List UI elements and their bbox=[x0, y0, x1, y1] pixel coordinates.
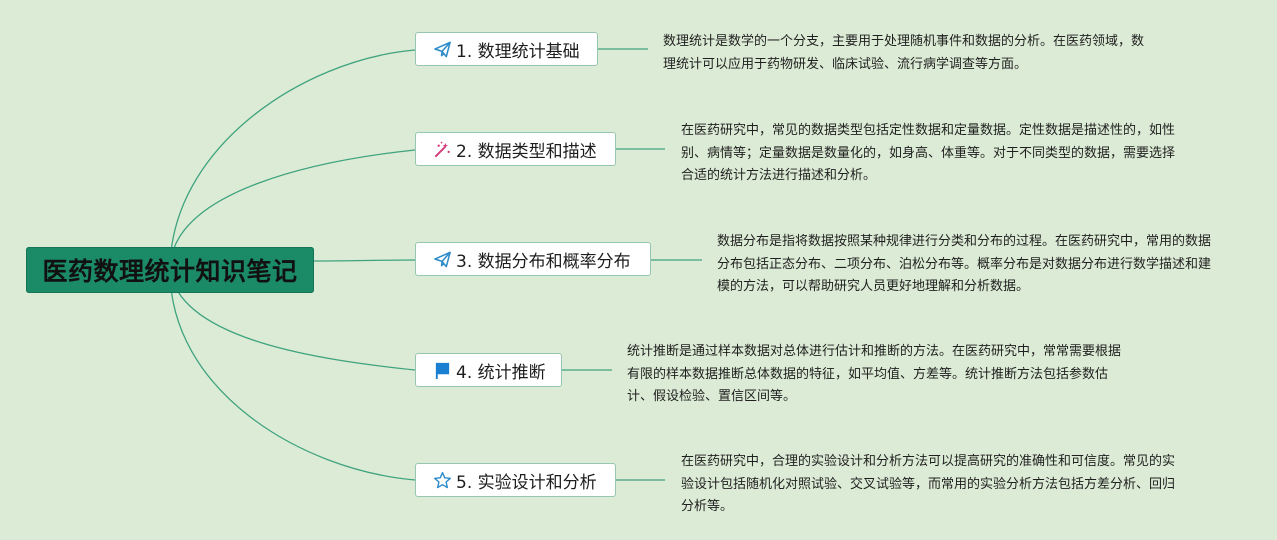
flag-icon bbox=[432, 360, 452, 380]
root-title: 医药数理统计知识笔记 bbox=[42, 257, 298, 286]
branch-node-4[interactable]: 4. 统计推断 bbox=[415, 353, 562, 387]
branch-2-description: 在医药研究中，常见的数据类型包括定性数据和定量数据。定性数据是描述性的，如性别、… bbox=[681, 123, 1176, 183]
root-to-branch-2-line bbox=[169, 149, 416, 271]
branch-label: 5. 实验设计和分析 bbox=[456, 472, 597, 493]
branch-1-description: 数理统计是数学的一个分支，主要用于处理随机事件和数据的分析。在医药领域，数理统计… bbox=[663, 34, 1145, 72]
branch-label: 3. 数据分布和概率分布 bbox=[456, 251, 631, 272]
root-to-branch-4-line bbox=[169, 269, 416, 371]
branch-label: 2. 数据类型和描述 bbox=[456, 141, 597, 162]
paper-plane-icon bbox=[432, 249, 452, 269]
branch-4-description: 统计推断是通过样本数据对总体进行估计和推断的方法。在医药研究中，常常需要根据有限… bbox=[627, 344, 1122, 404]
magic-wand-icon bbox=[432, 139, 452, 159]
branch-node-1[interactable]: 1. 数理统计基础 bbox=[415, 32, 598, 66]
star-icon bbox=[432, 470, 452, 490]
branch-label: 1. 数理统计基础 bbox=[456, 41, 580, 62]
root-node[interactable]: 医药数理统计知识笔记 bbox=[26, 247, 314, 293]
branch-node-2[interactable]: 2. 数据类型和描述 bbox=[415, 132, 616, 166]
root-to-branch-5-line bbox=[169, 269, 416, 481]
branch-node-3[interactable]: 3. 数据分布和概率分布 bbox=[415, 242, 651, 276]
root-to-branch-3-line bbox=[313, 259, 416, 262]
branch-3-description: 数据分布是指将数据按照某种规律进行分类和分布的过程。在医药研究中，常用的数据分布… bbox=[717, 234, 1212, 294]
root-to-branch-1-line bbox=[169, 49, 416, 271]
paper-plane-icon bbox=[432, 39, 452, 59]
branch-node-5[interactable]: 5. 实验设计和分析 bbox=[415, 463, 616, 497]
branch-5-description: 在医药研究中，合理的实验设计和分析方法可以提高研究的准确性和可信度。常见的实验设… bbox=[681, 454, 1176, 514]
branch-label: 4. 统计推断 bbox=[456, 362, 546, 383]
